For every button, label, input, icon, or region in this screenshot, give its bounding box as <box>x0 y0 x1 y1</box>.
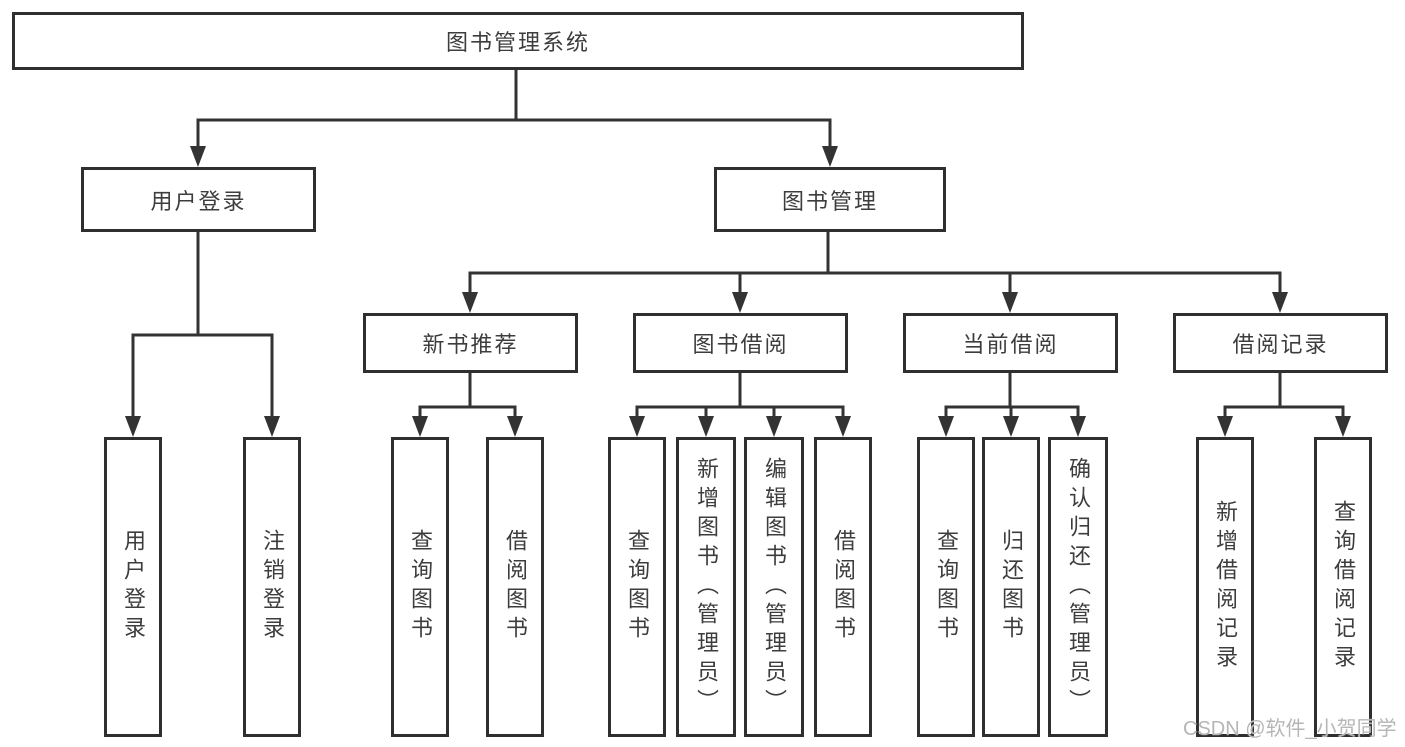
leaf-return-book-label: 归还图书 <box>999 529 1024 645</box>
leaf-add-book-admin-label: 新增图书（管理员） <box>694 456 719 718</box>
connector-new-book-children <box>412 373 523 437</box>
node-borrow-records-label: 借阅记录 <box>1232 332 1329 357</box>
leaf-query-book-recommend-label: 查询图书 <box>408 529 433 645</box>
node-book-management-label: 图书管理 <box>781 188 878 214</box>
leaf-borrow-book-recommend: 借阅图书 <box>486 437 544 737</box>
node-book-management: 图书管理 <box>714 167 946 232</box>
leaf-return-book: 归还图书 <box>982 437 1040 737</box>
leaf-query-book-current-label: 查询图书 <box>934 529 959 645</box>
connector-book-mgmt-children <box>462 232 1288 313</box>
leaf-query-book-recommend: 查询图书 <box>391 437 449 737</box>
node-borrow-records: 借阅记录 <box>1173 313 1388 373</box>
leaf-logout-label: 注销登录 <box>260 529 285 645</box>
leaf-add-borrow-record: 新增借阅记录 <box>1196 437 1254 737</box>
leaf-query-borrow-record-label: 查询借阅记录 <box>1331 500 1356 674</box>
node-book-borrow-label: 图书借阅 <box>692 332 789 357</box>
csdn-watermark: CSDN @软件_小贺同学 <box>1183 718 1397 740</box>
node-root-system: 图书管理系统 <box>12 12 1024 70</box>
leaf-user-login: 用户登录 <box>104 437 162 737</box>
node-book-borrow: 图书借阅 <box>633 313 848 373</box>
node-user-login-label: 用户登录 <box>150 188 247 214</box>
leaf-query-book-borrow: 查询图书 <box>608 437 666 737</box>
leaf-add-book-admin: 新增图书（管理员） <box>676 437 736 737</box>
leaf-edit-book-admin-label: 编辑图书（管理员） <box>762 456 787 718</box>
leaf-query-borrow-record: 查询借阅记录 <box>1314 437 1372 737</box>
node-user-login: 用户登录 <box>81 167 316 232</box>
leaf-logout: 注销登录 <box>243 437 301 737</box>
leaf-confirm-return-admin: 确认归还（管理员） <box>1048 437 1108 737</box>
node-current-borrow-label: 当前借阅 <box>962 332 1059 357</box>
leaf-edit-book-admin: 编辑图书（管理员） <box>744 437 804 737</box>
node-root-system-label: 图书管理系统 <box>445 30 590 55</box>
connector-current-borrow-children <box>938 373 1086 437</box>
connector-user-login-children <box>125 232 280 437</box>
leaf-borrow-book-label: 借阅图书 <box>831 529 856 645</box>
connector-borrow-record-children <box>1217 373 1351 437</box>
node-current-borrow: 当前借阅 <box>903 313 1118 373</box>
connector-root-to-level2 <box>190 69 838 167</box>
leaf-query-book-current: 查询图书 <box>917 437 975 737</box>
leaf-user-login-label: 用户登录 <box>121 529 146 645</box>
leaf-confirm-return-admin-label: 确认归还（管理员） <box>1066 456 1091 718</box>
leaf-borrow-book-recommend-label: 借阅图书 <box>503 529 528 645</box>
node-new-book-recommend: 新书推荐 <box>363 313 578 373</box>
leaf-borrow-book: 借阅图书 <box>814 437 872 737</box>
leaf-add-borrow-record-label: 新增借阅记录 <box>1213 500 1238 674</box>
leaf-query-book-borrow-label: 查询图书 <box>625 529 650 645</box>
node-new-book-recommend-label: 新书推荐 <box>422 332 519 357</box>
connector-book-borrow-children <box>629 373 851 437</box>
